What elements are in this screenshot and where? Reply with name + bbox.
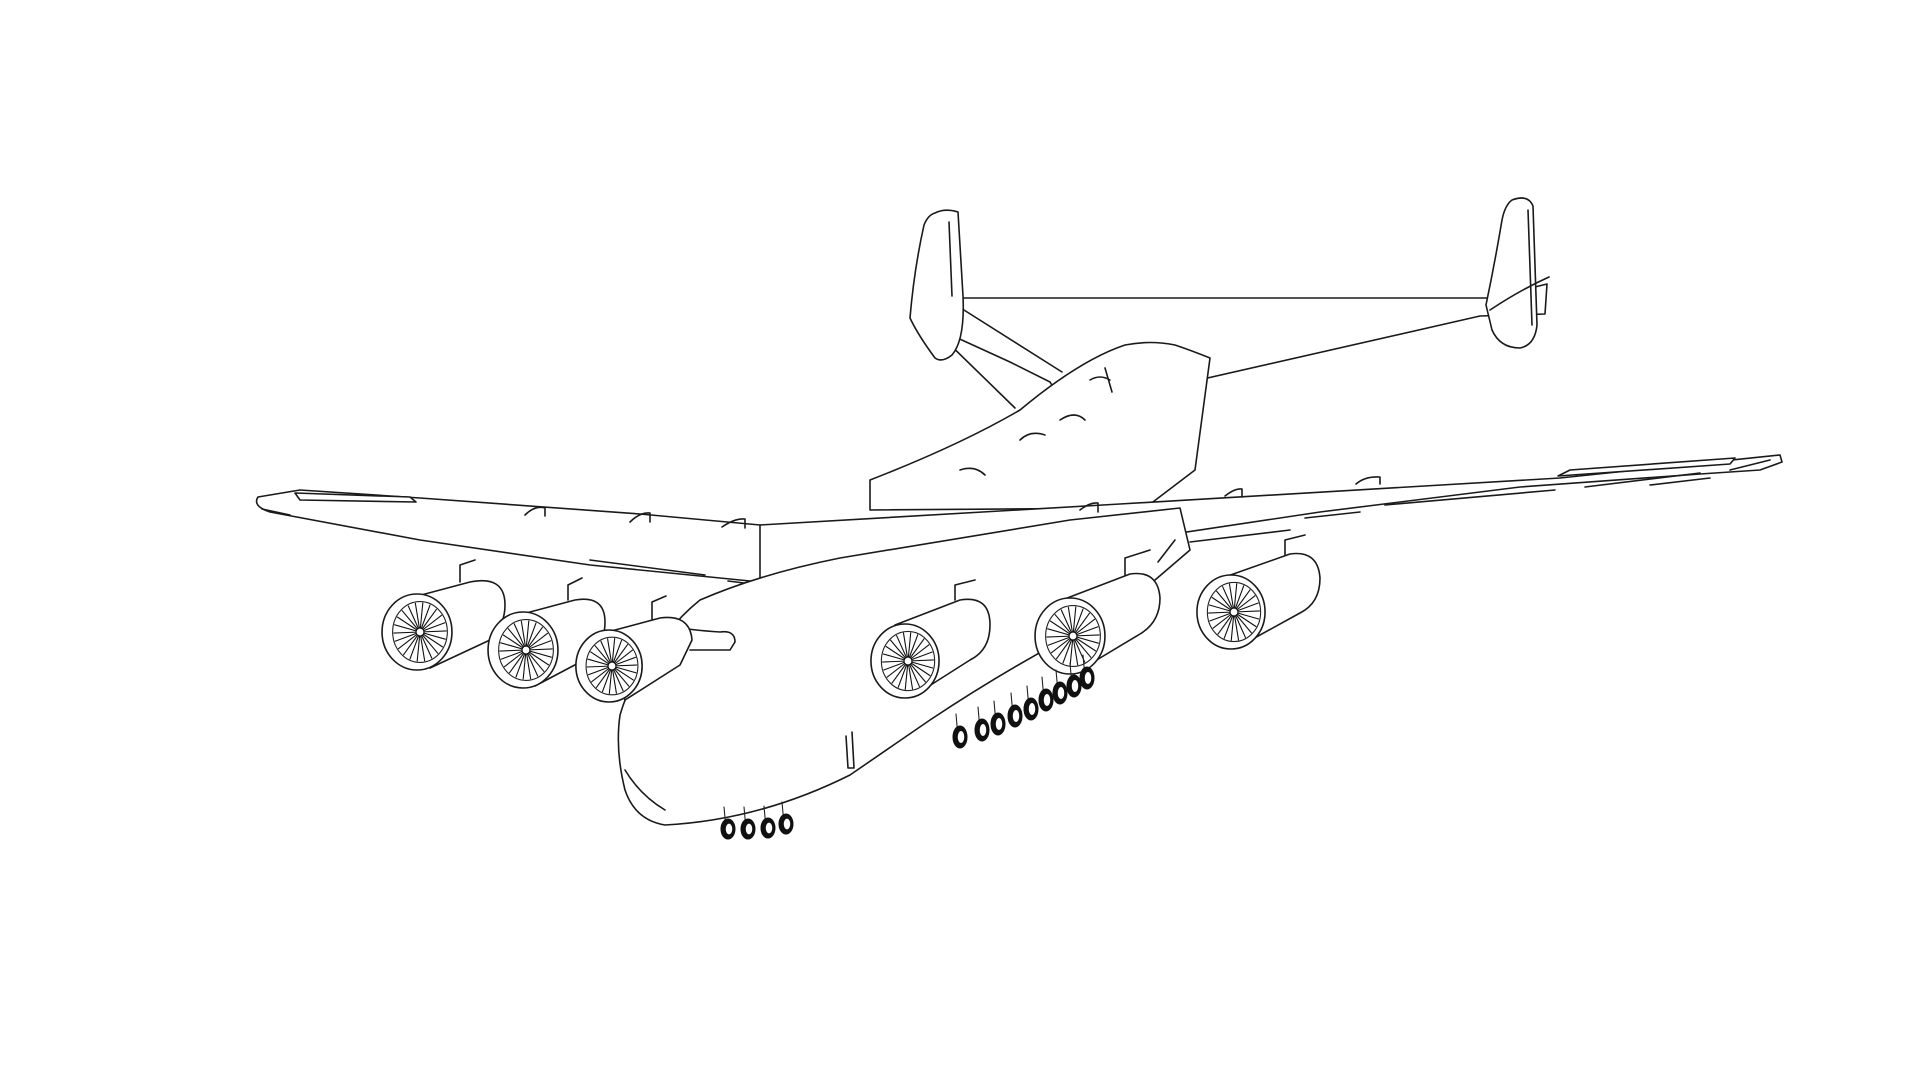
main-gear-wheel-icon <box>1038 676 1054 712</box>
main-gear-wheel-icon <box>952 713 968 749</box>
engine-fans <box>381 574 1266 703</box>
horizontal-stabilizer <box>934 283 1548 411</box>
engine-fan-icon <box>870 623 940 699</box>
main-gear-wheel-icon <box>1066 662 1082 698</box>
engine-fan-icon <box>487 611 559 689</box>
left-vertical-fin <box>909 209 965 361</box>
left-wing <box>255 489 781 586</box>
main-gear-wheel-icon <box>974 706 990 742</box>
main-gear-wheel-icon <box>1079 654 1095 690</box>
landing-gear <box>720 654 1095 840</box>
right-vertical-fin <box>1485 197 1550 349</box>
rear-fuselage <box>869 341 1211 511</box>
main-gear-wheel-icon <box>1023 685 1039 721</box>
nose-gear-wheel-icon <box>760 805 776 839</box>
main-gear-wheel-icon <box>1007 692 1023 728</box>
nose-gear-wheel-icon <box>720 806 736 840</box>
engine-fan-icon <box>381 593 453 671</box>
main-gear-wheel-icon <box>1052 669 1068 705</box>
main-gear-wheel-icon <box>990 700 1006 736</box>
nose-gear-wheel-icon <box>740 806 756 840</box>
engine-fan-icon <box>1034 597 1106 675</box>
engine-fan-icon <box>1196 574 1266 650</box>
engine-fan-icon <box>575 629 643 703</box>
nose-gear-wheel-icon <box>778 801 794 835</box>
